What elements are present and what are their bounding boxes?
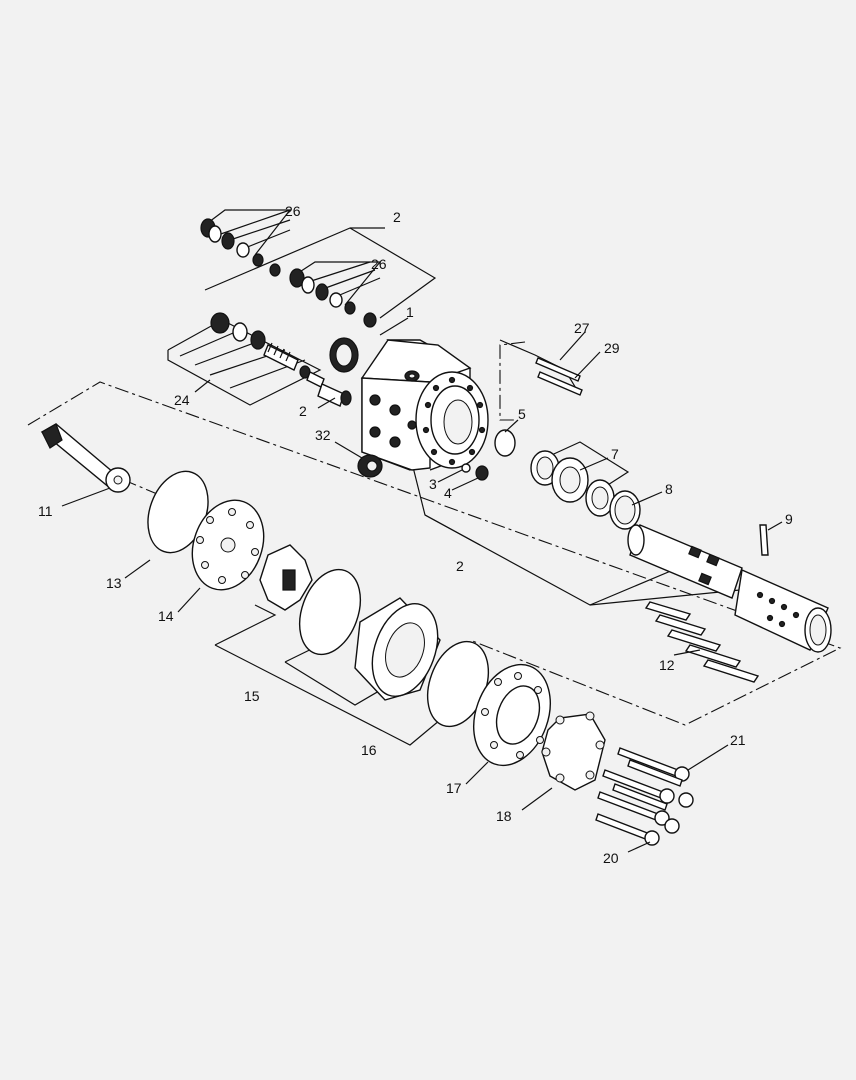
callout-11: 11 (38, 503, 53, 519)
callout-26-top: 26 (285, 203, 301, 219)
callout-1: 1 (406, 304, 414, 320)
part-4-plug (475, 465, 489, 481)
callout-8: 8 (665, 481, 673, 497)
callout-24: 24 (174, 392, 190, 408)
callout-2-bottom: 2 (456, 558, 464, 574)
callout-4: 4 (444, 485, 452, 501)
part-housing-seal-ring (329, 337, 359, 373)
callout-17: 17 (446, 780, 462, 796)
callout-18: 18 (496, 808, 512, 824)
part-20-21-cap-screws (595, 747, 694, 846)
part-12-centering-springs (644, 601, 760, 683)
callout-2-top: 2 (393, 209, 401, 225)
callout-21: 21 (730, 732, 746, 748)
part-26-seal-set-lower (289, 268, 377, 328)
part-14-wear-plate (191, 499, 265, 591)
callout-20: 20 (603, 850, 619, 866)
callout-27: 27 (574, 320, 590, 336)
part-15-gerotor-star (259, 544, 313, 611)
part-7-thrust-bearing (530, 450, 615, 517)
callout-2-mid: 2 (299, 403, 307, 419)
callout-32: 32 (315, 427, 331, 443)
part-27-29-pins (535, 357, 583, 396)
callout-9: 9 (785, 511, 793, 527)
part-11-drive-shaft (40, 423, 131, 493)
part-17-end-cap (473, 663, 551, 767)
part-16-o-ring-a (298, 568, 362, 656)
part-spool (627, 524, 743, 599)
part-8-ring (609, 490, 641, 530)
part-32-fitting (357, 454, 383, 478)
callout-13: 13 (106, 575, 122, 591)
callout-12: 12 (659, 657, 675, 673)
callout-labels: 1 2 2 2 3 4 5 7 8 9 11 12 13 14 15 16 17… (38, 203, 793, 866)
part-sleeve (734, 568, 832, 653)
part-2-check-valve (317, 383, 352, 407)
callout-29: 29 (604, 340, 620, 356)
part-5-o-ring (494, 429, 516, 457)
leader-lines (61, 317, 783, 853)
part-18-seal-washers (541, 711, 606, 791)
part-3-ball (461, 463, 471, 473)
callout-14: 14 (158, 608, 174, 624)
callout-15: 15 (244, 688, 260, 704)
callout-5: 5 (518, 406, 526, 422)
part-9-pin (759, 524, 769, 556)
callout-7: 7 (611, 446, 619, 462)
part-26-seal-set-upper (200, 218, 281, 277)
part-gerotor-ring (354, 597, 441, 701)
callout-26-lower: 26 (371, 256, 387, 272)
callout-3: 3 (429, 476, 437, 492)
callout-16: 16 (361, 742, 377, 758)
part-24-relief-valve-kit (210, 312, 325, 388)
part-1-valve-housing (360, 339, 489, 471)
